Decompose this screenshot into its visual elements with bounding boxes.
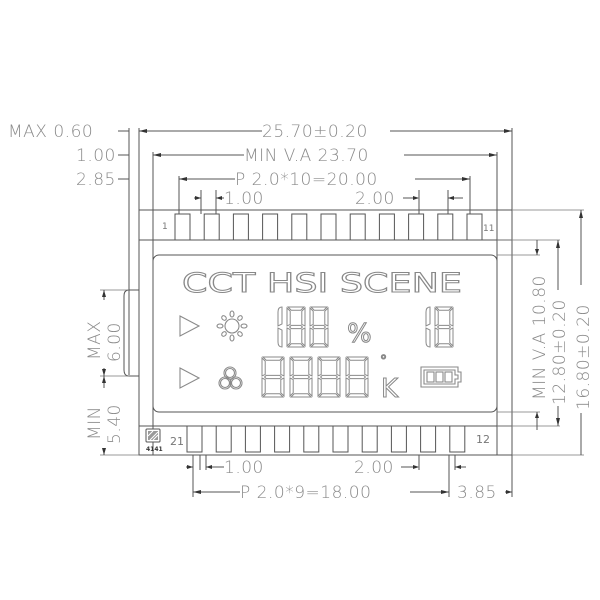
top-pin bbox=[203, 213, 220, 241]
top-pin bbox=[291, 213, 308, 241]
bottom-pin bbox=[186, 425, 203, 453]
bottom-pin bbox=[420, 425, 437, 453]
top-pin bbox=[378, 213, 395, 241]
dim-max-label: MAX bbox=[85, 321, 105, 360]
top-pin bbox=[466, 213, 483, 241]
left-dimensions: MAX 6.00 MIN 5.40 bbox=[82, 290, 125, 455]
bottom-pin bbox=[390, 425, 407, 453]
row1-seven-segment-digits bbox=[277, 306, 329, 348]
bottom-dimensions: 1.00 2.00 P 2.0*9=18.00 3.85 bbox=[186, 455, 513, 503]
dim-pin-pitch-total-top: P 2.0*10=20.00 bbox=[235, 170, 378, 190]
dim-min-va-width: MIN V.A 23.70 bbox=[244, 146, 369, 166]
kelvin-unit: K bbox=[381, 374, 399, 404]
bottom-pin bbox=[303, 425, 320, 453]
dim-pin-pitch-total-bottom: P 2.0*9=18.00 bbox=[240, 483, 371, 503]
bottom-pin bbox=[449, 425, 466, 453]
bottom-pin bbox=[361, 425, 378, 453]
display-segments: CCT HSI SCENE % ° K bbox=[179, 268, 463, 405]
dim-min-label: MIN bbox=[85, 406, 105, 440]
dim-overall-height: 16.80±0.20 bbox=[574, 304, 594, 410]
top-pin bbox=[349, 213, 366, 241]
row2-seven-segment-digits bbox=[261, 356, 369, 398]
dim-pin-width-bottom: 1.00 bbox=[224, 458, 264, 478]
dim-max-value: 6.00 bbox=[105, 322, 125, 362]
top-pin bbox=[408, 213, 425, 241]
rgb-circles-icon bbox=[218, 366, 243, 390]
pin-label-11: 11 bbox=[483, 224, 494, 234]
degree-symbol: ° bbox=[380, 353, 387, 369]
bottom-pin bbox=[244, 425, 261, 453]
top-pin bbox=[320, 213, 337, 241]
battery-icon bbox=[420, 366, 462, 388]
dim-glass-height: 12.80±0.20 bbox=[550, 299, 570, 405]
dim-pin-pitch-top: 2.00 bbox=[355, 189, 395, 209]
logo-code: 4141 bbox=[146, 446, 163, 453]
right-dimensions: MIN V.A 10.80 12.80±0.20 16.80±0.20 bbox=[497, 209, 594, 456]
top-pin-row bbox=[174, 213, 483, 241]
top-pin bbox=[262, 213, 279, 241]
dim-100-left: 1.00 bbox=[76, 146, 116, 166]
pin-label-1: 1 bbox=[162, 222, 168, 232]
dim-pin-pitch-bottom: 2.00 bbox=[354, 458, 394, 478]
percent-unit: % bbox=[347, 319, 372, 349]
bottom-pin bbox=[215, 425, 232, 453]
dim-overall-width: 25.70±0.20 bbox=[262, 122, 368, 142]
top-pin bbox=[174, 213, 191, 241]
dim-right-offset: 3.85 bbox=[457, 483, 497, 503]
play-triangle-icon-2 bbox=[179, 367, 201, 389]
dim-min-value: 5.40 bbox=[105, 404, 125, 444]
manufacturer-logo: 4141 bbox=[145, 428, 163, 453]
dim-285-left: 2.85 bbox=[76, 170, 116, 190]
dim-pin-width-top: 1.00 bbox=[224, 189, 264, 209]
pin-label-21: 21 bbox=[170, 435, 184, 448]
top-dimensions: MAX 0.60 1.00 2.85 25.70±0.20 MIN V.A 23… bbox=[8, 122, 513, 375]
bottom-pin bbox=[332, 425, 349, 453]
sun-icon bbox=[216, 310, 248, 342]
top-pin bbox=[232, 213, 249, 241]
bottom-pin bbox=[274, 425, 291, 453]
bottom-pin-row bbox=[186, 425, 466, 453]
play-triangle-icon bbox=[179, 315, 201, 337]
row1-right-seven-segment-digits bbox=[425, 306, 454, 348]
pin-label-12: 12 bbox=[476, 433, 490, 446]
mode-labels: CCT HSI SCENE bbox=[182, 268, 462, 299]
dim-min-va-height: MIN V.A 10.80 bbox=[530, 275, 550, 400]
top-pin bbox=[437, 213, 454, 241]
dim-max-060: MAX 0.60 bbox=[8, 122, 93, 142]
